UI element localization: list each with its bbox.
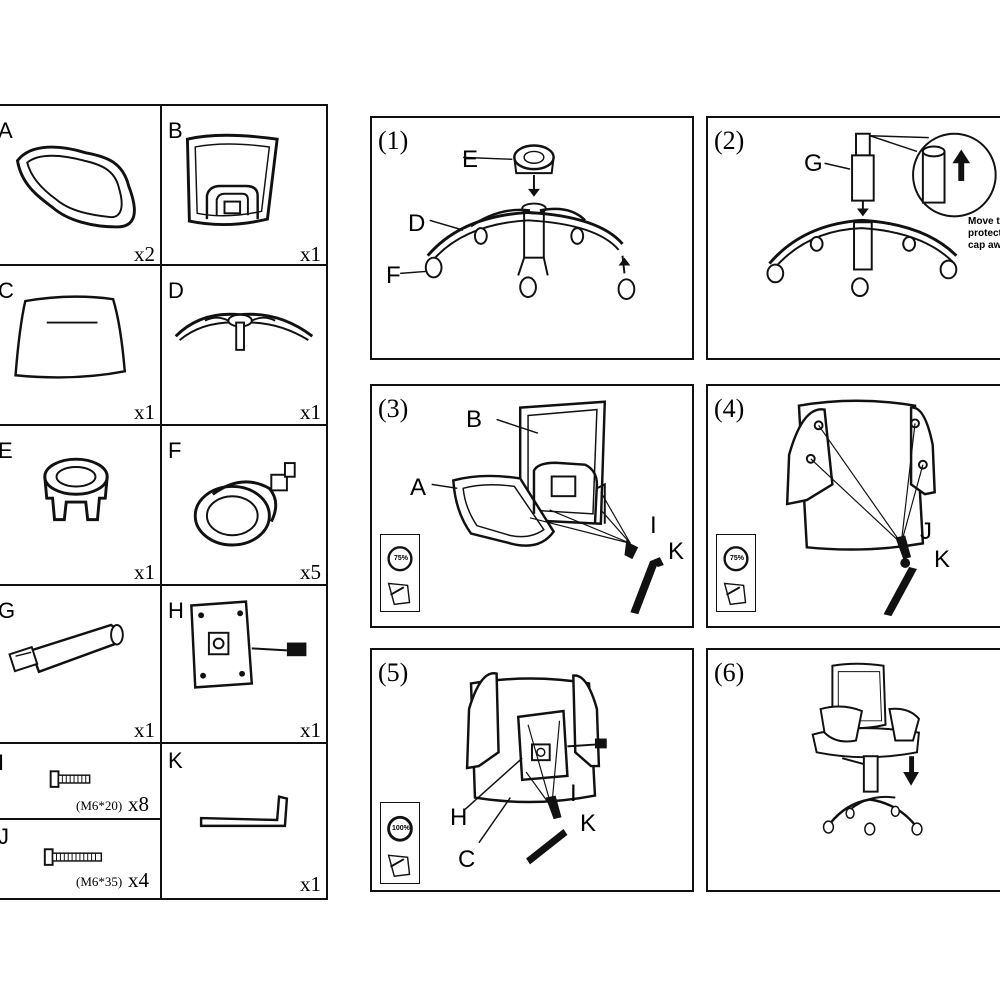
part-qty: x1 — [134, 560, 155, 584]
part-letter: J — [0, 824, 9, 850]
part-letter: I — [0, 750, 4, 776]
step-2-panel: (2) G Move the protective cap away — [706, 116, 1000, 360]
torque-indicator: 100% — [380, 802, 420, 884]
wrench-hand-icon — [387, 815, 413, 878]
step-5-panel: (5) H I C K 100% — [370, 648, 694, 892]
part-cell-bolts: I (M6*20) x8 J (M6*35) x4 — [0, 742, 162, 900]
step-label: I — [570, 780, 577, 807]
step-label: F — [386, 262, 401, 289]
part-cell-e: E x1 — [0, 424, 162, 586]
seat-illustration — [14, 295, 127, 379]
gas-lift-cover-illustration — [43, 457, 109, 522]
armrest-illustration — [15, 145, 136, 229]
step-label: G — [804, 150, 823, 177]
step-label: B — [466, 406, 483, 433]
part-cell-g: G x1 — [0, 584, 162, 744]
step-label: K — [668, 538, 685, 565]
part-letter: F — [168, 438, 182, 463]
part-qty: x1 — [134, 400, 155, 424]
part-cell-b: B x1 — [160, 104, 328, 266]
part-letter: B — [168, 118, 183, 143]
step-label: I — [650, 512, 657, 539]
allen-key-illustration — [199, 795, 289, 828]
armrest-tighten-illustration — [785, 399, 936, 617]
part-letter: E — [0, 438, 13, 464]
step-number: (4) — [714, 394, 745, 423]
torque-percent: 75% — [394, 555, 409, 562]
armrest-backrest-illustration — [431, 400, 664, 615]
part-cell-h: H x1 — [160, 584, 328, 744]
torque-indicator: 75% — [380, 534, 420, 612]
step-label: K — [580, 810, 597, 837]
torque-indicator: 75% — [716, 534, 756, 612]
protective-cap-note: Move the protective cap away — [968, 216, 1000, 251]
part-cell-f: F x5 — [160, 424, 328, 586]
part-qty: x1 — [300, 718, 321, 742]
part-qty: x5 — [300, 560, 321, 584]
step-1-panel: (1) E D F — [370, 116, 694, 360]
caster-illustration — [193, 462, 296, 547]
gas-lift-illustration — [8, 623, 124, 674]
wrench-hand-icon — [723, 546, 749, 606]
step-label: D — [408, 210, 426, 237]
bolt-m6x20-illustration — [43, 770, 103, 866]
part-qty: x4 — [128, 868, 149, 892]
step-number: (2) — [714, 126, 745, 155]
step-label: E — [462, 146, 479, 173]
step-label: K — [934, 546, 951, 573]
part-letter: D — [168, 278, 184, 303]
step-6-panel: (6) — [706, 648, 1000, 892]
part-letter: G — [0, 598, 15, 624]
step-label: J — [920, 518, 932, 545]
step-number: (3) — [378, 394, 409, 423]
step-3-panel: (3) B A I K 75% — [370, 384, 694, 628]
backrest-illustration — [185, 133, 279, 227]
base-illustration — [174, 312, 314, 351]
part-letter: A — [0, 118, 13, 144]
part-cell-d: D x1 — [160, 264, 328, 426]
step-number: (1) — [378, 126, 409, 155]
bolt-spec: (M6*20) — [76, 798, 123, 813]
mechanism-attach-illustration — [464, 672, 607, 865]
step-number: (6) — [714, 658, 745, 687]
base-assembly-illustration — [400, 144, 636, 300]
part-cell-c: C x1 — [0, 264, 162, 426]
step-label: A — [410, 474, 427, 501]
step-label: C — [458, 846, 476, 873]
part-qty: x8 — [128, 792, 149, 816]
part-letter: C — [0, 278, 14, 304]
part-cell-k: K x1 — [160, 742, 328, 900]
gas-lift-insert-illustration — [766, 132, 997, 298]
step-label: H — [450, 804, 468, 831]
part-letter: H — [168, 598, 184, 623]
part-qty: x1 — [134, 718, 155, 742]
step-number: (5) — [378, 658, 409, 687]
part-qty: x1 — [300, 872, 321, 896]
torque-percent: 100% — [392, 825, 410, 832]
wrench-hand-icon — [387, 546, 413, 606]
part-cell-a: A x2 — [0, 104, 162, 266]
mechanism-illustration — [190, 600, 307, 689]
part-letter: K — [168, 748, 183, 773]
bolt-spec: (M6*35) — [76, 874, 123, 889]
part-qty: x1 — [300, 400, 321, 424]
assembled-chair-illustration — [811, 662, 923, 836]
part-qty: x1 — [300, 242, 321, 266]
bolt-divider — [0, 818, 160, 820]
step-4-panel: (4) J K 75% — [706, 384, 1000, 628]
part-qty: x2 — [134, 242, 155, 266]
torque-percent: 75% — [730, 555, 745, 562]
